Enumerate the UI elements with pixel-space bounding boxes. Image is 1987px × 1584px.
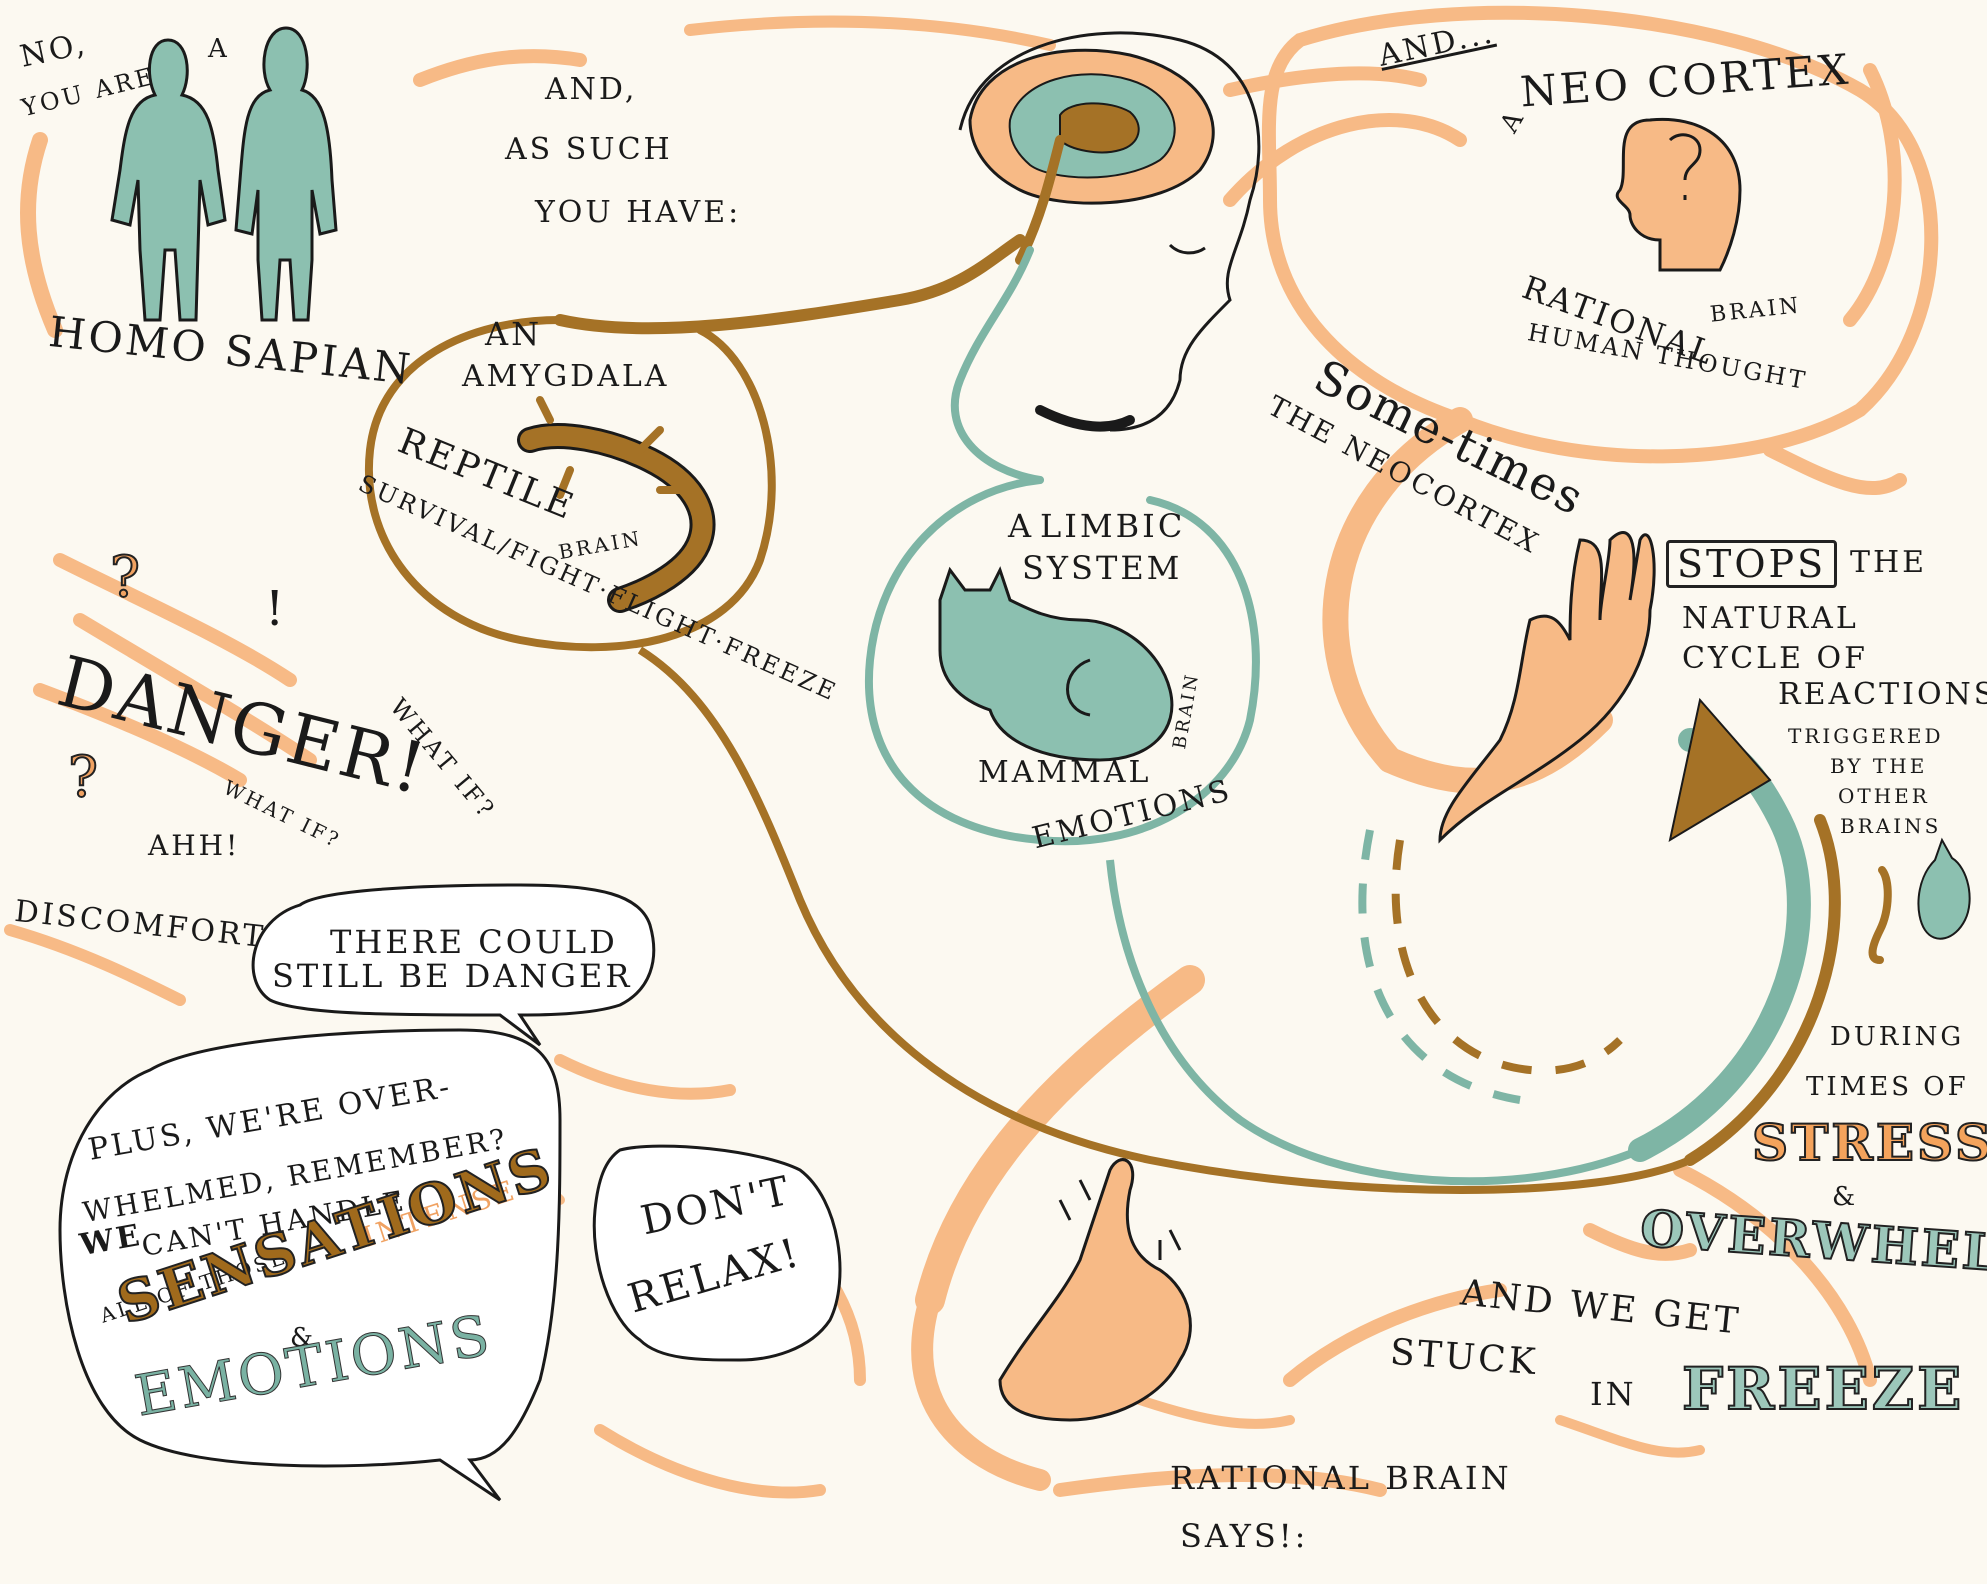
- text-there-could: There could: [330, 923, 618, 961]
- text-exclamation: !: [265, 581, 288, 637]
- text-ahh: Ahh!: [148, 829, 241, 862]
- text-cycle-of: cycle of: [1682, 641, 1868, 676]
- text-question-1: ?: [109, 545, 144, 610]
- text-mammal: Mammal: [978, 755, 1152, 790]
- text-question-2: ?: [67, 745, 102, 810]
- text-a-homo: a: [208, 34, 230, 64]
- speech-bubble-dont-relax: [592, 1144, 842, 1362]
- text-brains: brains: [1840, 814, 1942, 838]
- mammal-loop-line: [1106, 859, 1642, 1186]
- text-says: says!:: [1180, 1517, 1309, 1555]
- curved-arrow-icon: [1628, 697, 1841, 1166]
- text-stress: Stress: [1751, 1113, 1987, 1172]
- head-profile-icon: [1615, 117, 1742, 272]
- text-other: other: [1838, 784, 1930, 808]
- text-still-be-danger: still be danger: [272, 957, 633, 995]
- limbic-circle: [864, 476, 1260, 846]
- text-sensations-amp: &: [290, 1323, 317, 1353]
- small-cat-icon: [1917, 837, 1971, 940]
- text-as-such: as such: [505, 132, 673, 167]
- amygdala-connector: [554, 234, 1026, 335]
- text-natural: natural: [1682, 601, 1859, 636]
- limbic-connector: [950, 246, 1044, 484]
- neocortex-region-outline: [1261, 5, 1939, 464]
- speech-bubble-danger: [251, 883, 656, 1047]
- text-in: in: [1590, 1375, 1637, 1413]
- text-a-limbic: A: [1008, 507, 1035, 545]
- text-during: During: [1830, 1022, 1965, 1052]
- speech-bubble-overwhelmed: [58, 1028, 562, 1502]
- text-system: System: [1022, 549, 1183, 587]
- text-reactions: reactions: [1778, 677, 1987, 712]
- amygdala-circle: [364, 316, 776, 652]
- text-rational-brain-says: Rational brain: [1170, 1459, 1512, 1497]
- lizard-icon: [517, 396, 716, 613]
- text-amygdala: Amygdala: [462, 359, 670, 394]
- dashed-cycle-brown: [1391, 839, 1623, 1075]
- text-limbic: Limbic: [1040, 507, 1186, 545]
- text-you-have: you have:: [535, 195, 742, 230]
- cat-icon: [938, 566, 1174, 762]
- text-stuck: stuck: [1388, 1331, 1540, 1384]
- text-by-the: by the: [1830, 754, 1928, 778]
- closed-eye: [1168, 243, 1206, 255]
- text-and: And,: [545, 72, 638, 107]
- text-stops-boxed: Stops: [1666, 540, 1838, 588]
- head-chin: [1035, 405, 1135, 432]
- wagging-finger-icon: [998, 1158, 1192, 1422]
- head-outline: [958, 31, 1261, 432]
- small-lizard-icon: [1868, 866, 1892, 964]
- stop-hand-icon: [1438, 531, 1656, 844]
- reptile-loop-line: [637, 646, 1692, 1194]
- text-times-of: times of: [1806, 1072, 1969, 1102]
- dashed-cycle-teal: [1358, 829, 1521, 1104]
- text-freeze: Freeze: [1681, 1355, 1965, 1423]
- text-triggered: triggered: [1788, 724, 1944, 748]
- brain-cross-section-icon: [968, 48, 1215, 265]
- text-stress-amp: &: [1832, 1182, 1859, 1212]
- text-stops-the: the: [1850, 545, 1928, 580]
- text-an: An: [485, 315, 543, 353]
- person-silhouette-icon: [110, 26, 338, 322]
